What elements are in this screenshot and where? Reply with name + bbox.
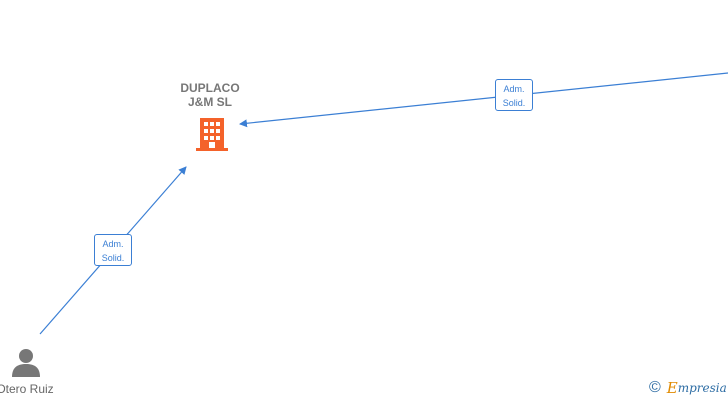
edge-label-role: Adm. <box>102 239 124 249</box>
building-icon[interactable] <box>196 118 228 151</box>
edge-label-role: Adm. <box>503 84 525 94</box>
company-name-line2: J&M SL <box>187 95 232 109</box>
company-name-line1: DUPLACO <box>180 81 240 95</box>
edge-label-type: Solid. <box>502 98 526 108</box>
person-name[interactable]: Otero Ruiz <box>0 382 54 396</box>
brand-name: mpresia <box>677 381 727 395</box>
copyright-icon: © <box>649 379 661 396</box>
edge-right-to-company <box>239 72 728 128</box>
empresia-watermark: © E mpresia <box>649 378 727 398</box>
brand-initial: E <box>666 379 678 397</box>
edge-label-type: Solid. <box>101 253 125 263</box>
company-name[interactable]: DUPLACO J&M SL <box>160 81 260 109</box>
edge-label-right-company[interactable]: Adm. Solid. <box>495 79 533 111</box>
person-icon[interactable] <box>12 349 40 377</box>
edge-label-person-company[interactable]: Adm. Solid. <box>94 234 132 266</box>
